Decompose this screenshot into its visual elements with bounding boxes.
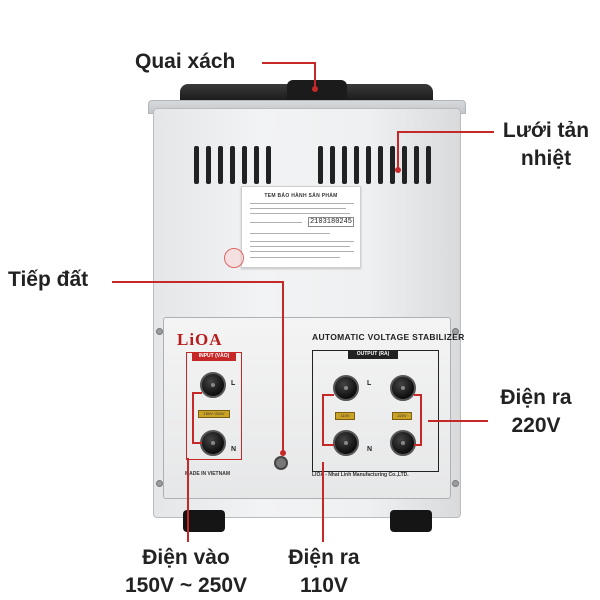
heatsink-leader-line xyxy=(398,131,494,133)
output-label-L: L xyxy=(367,380,372,387)
input-wire xyxy=(192,392,194,444)
heatsink-leader-dot xyxy=(395,167,401,173)
callout-handle-text: Quai xách xyxy=(135,50,236,73)
callout-output-110-line1: Điện ra xyxy=(288,546,360,569)
output-caption: OUTPUT (RA) xyxy=(348,350,398,359)
input-leader-line xyxy=(187,458,189,542)
screw-icon xyxy=(156,480,163,487)
callout-ground: Tiếp đất xyxy=(8,266,88,294)
input-label-N: N xyxy=(231,446,237,453)
output-220-wire xyxy=(414,394,422,396)
serial-number: 2103180245 xyxy=(308,217,354,227)
callout-output-220: Điện ra 220V xyxy=(490,384,582,440)
callout-output-220-line2: 220V xyxy=(511,414,561,437)
screw-icon xyxy=(452,480,459,487)
device-foot xyxy=(183,510,225,532)
output-220-wire xyxy=(420,394,422,446)
warranty-stamp-icon xyxy=(224,248,244,268)
ground-screw-icon xyxy=(274,456,288,470)
heatsink-leader-line xyxy=(397,131,399,169)
vent-grille-right xyxy=(318,146,431,184)
front-panel xyxy=(163,317,451,499)
callout-ground-text: Tiếp đất xyxy=(8,268,89,291)
callout-heatsink-line2: nhiệt xyxy=(520,147,572,170)
ground-leader-line xyxy=(112,281,284,283)
callout-output-110-line2: 110V xyxy=(300,574,348,597)
output-110-terminal-L xyxy=(333,375,359,401)
ground-leader-dot xyxy=(280,450,286,456)
output-110-wire xyxy=(322,444,334,446)
output-label-N: N xyxy=(367,446,373,453)
handle-leader-line xyxy=(314,62,316,88)
callout-output-110: Điện ra 110V xyxy=(280,544,368,600)
screw-icon xyxy=(156,328,163,335)
warranty-label: TEM BẢO HÀNH SẢN PHẨM 2103180245 xyxy=(241,186,361,268)
output-110-terminal-N xyxy=(333,430,359,456)
out220-leader-line xyxy=(428,420,488,422)
screw-icon xyxy=(452,328,459,335)
callout-heatsink: Lưới tản nhiệt xyxy=(500,117,592,173)
handle-leader-line xyxy=(262,62,316,64)
callout-handle: Quai xách xyxy=(135,48,235,76)
input-terminal-N xyxy=(200,430,226,456)
output-110-wire xyxy=(322,394,324,446)
warranty-title: TEM BẢO HÀNH SẢN PHẨM xyxy=(264,193,338,199)
manufacturer-label: LIOA - Nhat Linh Manufacturing Co.,LTD. xyxy=(312,472,409,478)
output-220-wire xyxy=(414,444,422,446)
input-wire xyxy=(192,392,202,394)
input-voltage-tag: 150V~250V xyxy=(198,410,230,418)
input-label-L: L xyxy=(231,380,236,387)
output-220-tag: 220V xyxy=(392,412,412,420)
input-terminal-L xyxy=(200,372,226,398)
callout-input: Điện vào 150V ~ 250V xyxy=(106,544,266,600)
output-110-tag: 110V xyxy=(335,412,355,420)
callout-input-line2: 150V ~ 250V xyxy=(124,574,248,597)
device-foot xyxy=(390,510,432,532)
callout-input-line1: Điện vào xyxy=(142,546,230,569)
callout-heatsink-line1: Lưới tản xyxy=(502,119,590,142)
input-wire xyxy=(192,442,202,444)
out110-leader-line xyxy=(322,462,324,542)
vent-grille-left xyxy=(194,146,271,184)
made-in-label: MADE IN VIETNAM xyxy=(185,471,230,477)
panel-title: AUTOMATIC VOLTAGE STABILIZER xyxy=(312,332,465,342)
brand-logo: LiOA xyxy=(177,330,223,349)
output-220-terminal-L xyxy=(390,375,416,401)
callout-output-220-line1: Điện ra xyxy=(500,386,572,409)
input-caption: INPUT (VÀO) xyxy=(192,352,236,361)
output-220-terminal-N xyxy=(390,430,416,456)
handle-leader-dot xyxy=(312,86,318,92)
output-110-wire xyxy=(322,394,334,396)
ground-leader-line xyxy=(282,281,284,453)
